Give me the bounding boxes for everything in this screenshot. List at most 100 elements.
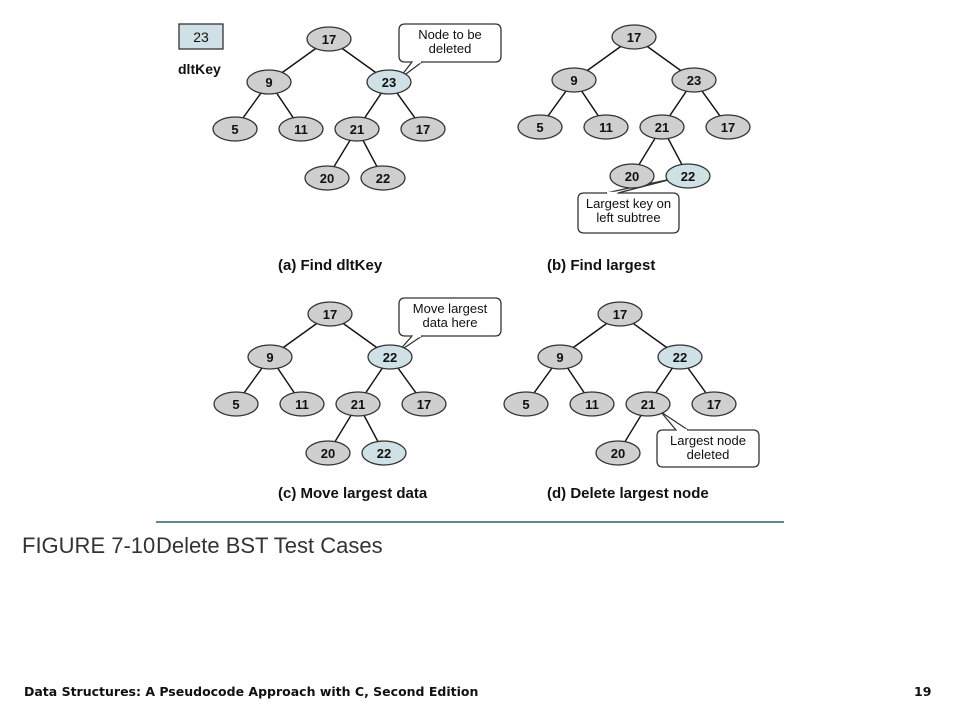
tree-node-leaf-right: 22	[360, 165, 406, 191]
node-key: 20	[321, 446, 335, 461]
tree-node-left-right: 11	[279, 391, 325, 417]
node-ellipse	[246, 69, 292, 95]
node-ellipse	[671, 67, 717, 93]
node-key: 20	[320, 171, 334, 186]
tree-edge	[581, 90, 599, 117]
tree-node-leaf-left: 20	[304, 165, 350, 191]
tree-node-left-right: 11	[583, 114, 629, 140]
node-key: 9	[266, 350, 273, 365]
node-ellipse	[597, 301, 643, 327]
node-ellipse	[583, 114, 629, 140]
node-key: 11	[295, 397, 309, 412]
node-key: 5	[536, 120, 543, 135]
tree-node-right-left: 21	[639, 114, 685, 140]
tree-edge	[341, 47, 377, 74]
node-ellipse	[537, 344, 583, 370]
node-key: 11	[585, 397, 599, 412]
node-ellipse	[657, 344, 703, 370]
tree-node-right-child: 22	[367, 344, 413, 370]
tree-node-right-right: 17	[691, 391, 737, 417]
figure-label: FIGURE 7-10	[22, 533, 155, 558]
tree-edge	[667, 138, 683, 165]
node-ellipse	[691, 391, 737, 417]
tree-edge	[333, 140, 351, 167]
tree-edge	[282, 322, 318, 349]
node-ellipse	[609, 163, 655, 189]
tree-edge	[362, 140, 378, 167]
node-ellipse	[212, 116, 258, 142]
node-key: 17	[416, 122, 430, 137]
tree-node-root: 17	[611, 24, 657, 50]
tree-edge	[396, 92, 416, 119]
callout-text-line: Largest node	[670, 433, 746, 448]
tree-edge	[281, 47, 317, 74]
tree-node-right-child: 23	[366, 69, 412, 95]
tree-node-right-left: 21	[625, 391, 671, 417]
node-ellipse	[595, 440, 641, 466]
node-key: 9	[570, 73, 577, 88]
node-key: 23	[687, 73, 701, 88]
node-key: 17	[323, 307, 337, 322]
tree-node-root: 17	[306, 26, 352, 52]
tree-node-leaf-right: 22	[665, 163, 711, 189]
node-key: 20	[611, 446, 625, 461]
tree-edge	[646, 45, 682, 72]
node-key: 22	[383, 350, 397, 365]
node-ellipse	[367, 344, 413, 370]
panel-caption: (a) Find dltKey	[278, 257, 383, 274]
node-key: 9	[556, 350, 563, 365]
tree-node-right-child: 23	[671, 67, 717, 93]
callout-text-line: Move largest	[413, 301, 488, 316]
node-ellipse	[278, 116, 324, 142]
dltkey-box: 23 dltKey	[178, 23, 224, 77]
tree-node-left-left: 5	[503, 391, 549, 417]
tree-node-left-right: 11	[278, 116, 324, 142]
tree-node-right-right: 17	[400, 116, 446, 142]
node-key: 11	[294, 122, 308, 137]
callout-bubble	[398, 297, 502, 337]
node-key: 5	[522, 397, 529, 412]
node-ellipse	[305, 440, 351, 466]
node-key: 17	[417, 397, 431, 412]
tree-edge	[638, 138, 656, 165]
tree-node-right-child: 22	[657, 344, 703, 370]
node-ellipse	[307, 301, 353, 327]
panel-caption: (b) Find largest	[547, 257, 655, 274]
node-key: 21	[351, 397, 365, 412]
node-ellipse	[366, 69, 412, 95]
node-ellipse	[306, 26, 352, 52]
tree-edge	[669, 90, 687, 117]
footer-book-title: Data Structures: A Pseudocode Approach w…	[24, 684, 479, 699]
tree-edge	[687, 367, 707, 394]
tree-node-left-child: 9	[537, 344, 583, 370]
node-ellipse	[335, 391, 381, 417]
callout-bubble	[398, 23, 502, 63]
tree-node-leaf-left: 20	[595, 440, 641, 466]
tree-edge	[572, 322, 608, 349]
node-ellipse	[401, 391, 447, 417]
callout-text-line: deleted	[429, 41, 472, 56]
panel-caption: (c) Move largest data	[278, 485, 428, 502]
node-ellipse	[334, 116, 380, 142]
tree-edge	[567, 367, 585, 394]
node-ellipse	[400, 116, 446, 142]
callout-pointer	[660, 411, 689, 431]
tree-edge	[363, 415, 379, 442]
tree-node-right-right: 17	[705, 114, 751, 140]
tree-edge	[533, 367, 553, 394]
node-ellipse	[361, 440, 407, 466]
node-key: 11	[599, 120, 613, 135]
node-ellipse	[551, 67, 597, 93]
footer-page-number: 19	[914, 684, 932, 699]
node-key: 21	[641, 397, 655, 412]
node-ellipse	[569, 391, 615, 417]
tree-node-root: 17	[307, 301, 353, 327]
node-key: 21	[655, 120, 669, 135]
callout-text-line: Node to be	[418, 27, 482, 42]
